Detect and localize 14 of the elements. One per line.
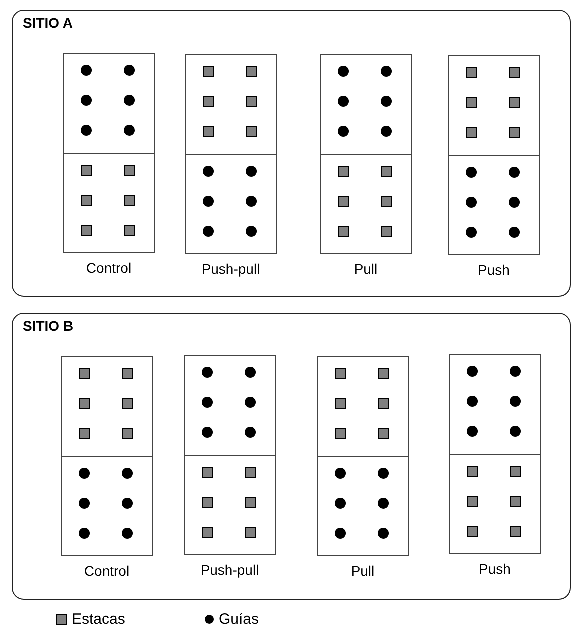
treatment-label: Pull xyxy=(353,261,379,277)
treatment-label: Push xyxy=(478,561,512,577)
legend-label: Estacas xyxy=(72,611,126,628)
treatment-label: Pull xyxy=(350,563,376,579)
treatment-label: Control xyxy=(85,260,133,276)
site-title: SITIO A xyxy=(23,15,74,31)
treatment-label: Control xyxy=(83,563,131,579)
treatment-label: Push xyxy=(477,262,511,278)
treatment-label: Push-pull xyxy=(200,261,262,277)
treatment-label: Push-pull xyxy=(200,562,260,578)
site-title: SITIO B xyxy=(23,318,74,334)
site-panel xyxy=(12,10,571,297)
legend-label: Guías xyxy=(219,611,260,628)
site-panel xyxy=(12,313,571,600)
